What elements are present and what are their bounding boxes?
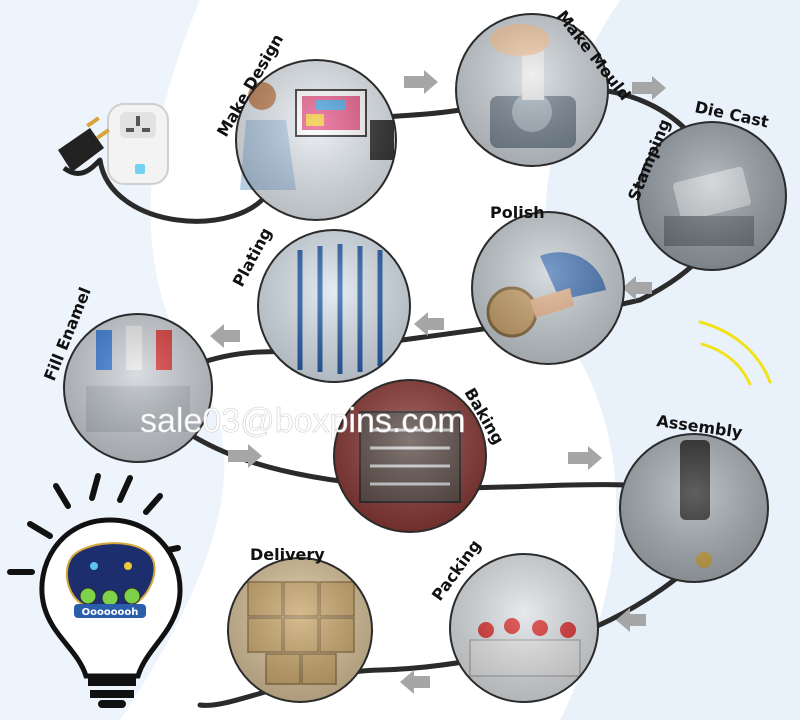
arrow-icon (632, 76, 666, 100)
pin-text: Oooooooh (82, 607, 139, 618)
step-packing (449, 553, 599, 703)
wall-socket-icon (107, 103, 169, 185)
arrow-icon (400, 670, 430, 694)
step-fill-enamel (63, 313, 213, 463)
step-make-design (235, 59, 397, 221)
arrow-icon (616, 608, 646, 632)
step-assembly (619, 433, 769, 583)
step-plating (257, 229, 411, 383)
step-delivery (227, 557, 373, 703)
arrow-icon (210, 324, 240, 348)
arrow-icon (228, 444, 262, 468)
watermark-email: sale03@boxpins.com (140, 402, 466, 440)
pin-badge-icon (65, 542, 156, 618)
step-baking (333, 379, 487, 533)
step-label-delivery: Delivery (250, 545, 325, 564)
arrow-icon (414, 312, 444, 336)
arrow-icon (622, 276, 652, 300)
arrow-icon (404, 70, 438, 94)
step-die-cast (637, 121, 787, 271)
step-label-polish: Polish (490, 203, 545, 222)
arrow-icon (568, 446, 602, 470)
step-make-mould (455, 13, 609, 167)
power-plug-icon (58, 116, 110, 176)
step-polish (471, 211, 625, 365)
spark-icon (698, 320, 772, 386)
